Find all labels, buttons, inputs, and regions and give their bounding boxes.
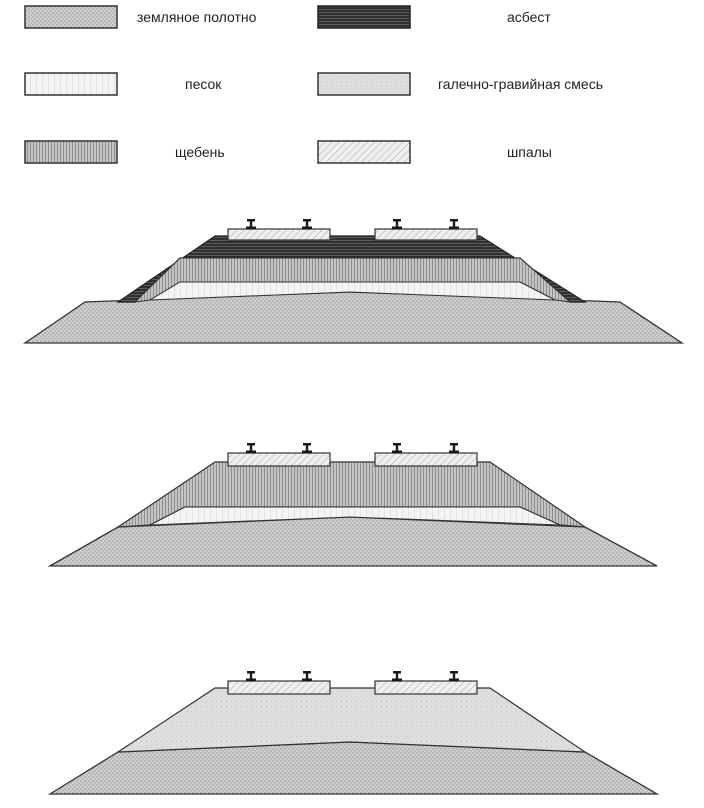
- rail-3: [392, 219, 402, 230]
- legend-item-asbestos: асбест: [317, 5, 551, 29]
- legend-item-subgrade: земляное полотно: [24, 5, 257, 29]
- rail-2: [302, 671, 312, 682]
- legend-label-subgrade: земляное полотно: [137, 9, 257, 25]
- sleeper-left: [227, 452, 331, 467]
- section-crushed-stone-ballast: [47, 443, 658, 567]
- legend: земляное полотно асбест песок галечно-гр…: [24, 5, 603, 164]
- rail-4: [449, 671, 459, 682]
- sleeper-left: [227, 228, 331, 241]
- rail-3: [392, 443, 402, 454]
- legend-item-gravel: галечно-гравийная смесь: [317, 72, 603, 96]
- rail-4: [449, 219, 459, 230]
- layer-sand: [149, 281, 556, 301]
- legend-label-sand: песок: [185, 76, 222, 92]
- section-gravel-ballast: [47, 671, 660, 795]
- sleeper-right: [374, 228, 478, 241]
- legend-item-crushed-stone: щебень: [24, 140, 225, 164]
- rail-2: [302, 219, 312, 230]
- section-asbestos-ballast: [22, 219, 685, 344]
- legend-label-sleepers: шпалы: [507, 144, 552, 160]
- rail-2: [302, 443, 312, 454]
- legend-swatch-gravel: [317, 72, 411, 96]
- legend-swatch-sleepers: [317, 140, 411, 164]
- legend-swatch-crushed-stone: [24, 140, 118, 164]
- legend-item-sand: песок: [24, 72, 222, 96]
- layer-sand: [149, 506, 561, 526]
- rail-1: [246, 443, 256, 454]
- legend-swatch-subgrade: [24, 5, 118, 29]
- rail-1: [246, 219, 256, 230]
- legend-label-crushed-stone: щебень: [175, 144, 225, 160]
- legend-label-asbestos: асбест: [507, 9, 551, 25]
- rail-4: [449, 443, 459, 454]
- sleeper-left: [227, 680, 331, 695]
- rail-1: [246, 671, 256, 682]
- legend-swatch-asbestos: [317, 5, 411, 29]
- sleeper-right: [374, 680, 478, 695]
- legend-label-gravel: галечно-гравийная смесь: [438, 76, 603, 92]
- layer-gravel: [115, 687, 588, 753]
- sleeper-right: [374, 452, 478, 467]
- layer-subgrade: [47, 516, 658, 567]
- legend-item-sleepers: шпалы: [317, 140, 552, 164]
- rail-3: [392, 671, 402, 682]
- legend-swatch-sand: [24, 72, 118, 96]
